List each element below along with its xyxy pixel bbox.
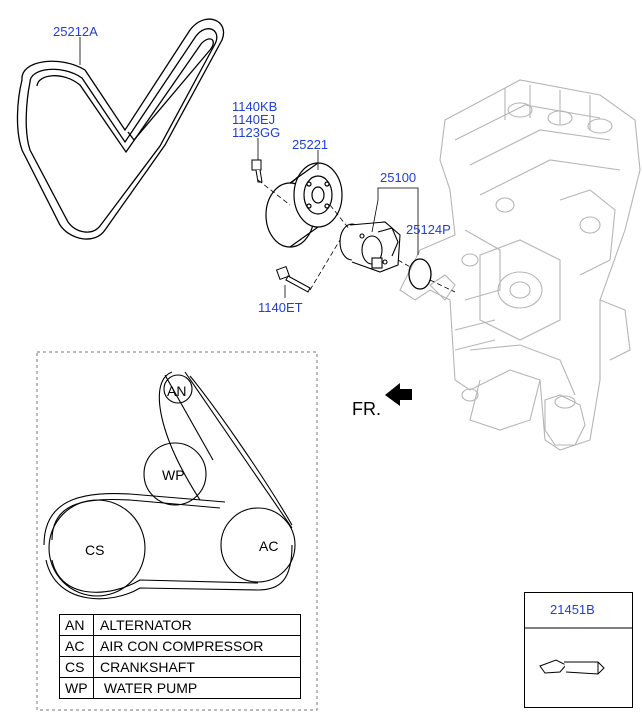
gasket-ring (408, 258, 432, 290)
water-pump-pulley (265, 162, 343, 248)
water-pump (339, 221, 401, 273)
routing-label-cs: CS (85, 542, 105, 558)
legend-table: AN ALTERNATOR AC AIR CON COMPRESSOR CS C… (59, 614, 301, 699)
legend-code: CS (60, 657, 94, 677)
inset-panel (524, 592, 633, 708)
legend-name: AIR CON COMPRESSOR (100, 638, 264, 654)
pulley-ac (220, 507, 296, 583)
upper-bolt (251, 159, 263, 183)
part-number-pulley[interactable]: 25221 (292, 137, 329, 152)
part-number-bolt-2[interactable]: 1140EJ (232, 112, 276, 127)
leader-lines (79, 37, 419, 298)
lower-bolt (275, 265, 311, 293)
drive-belt (16, 18, 225, 240)
routing-panel (36, 351, 318, 711)
belt-routing (43, 371, 296, 600)
routing-label-ac: AC (259, 538, 279, 554)
part-number-belt[interactable]: 25212A (53, 24, 98, 39)
part-number-gasket[interactable]: 25124P (406, 222, 451, 237)
front-arrow-icon (385, 383, 412, 406)
part-number-bolt-3[interactable]: 1123GG (232, 125, 281, 140)
part-number-inset[interactable]: 21451B (550, 602, 595, 617)
part-number-bolt-1[interactable]: 1140KB (232, 99, 278, 114)
legend-name: ALTERNATOR (100, 617, 192, 633)
legend-code: AN (60, 615, 94, 635)
routing-label-wp: WP (162, 467, 185, 483)
assembly-lines (257, 179, 456, 293)
legend-row: AN ALTERNATOR (60, 615, 300, 636)
legend-code: AC (60, 636, 94, 656)
part-number-pump[interactable]: 25100 (380, 170, 417, 185)
legend-name: CRANKSHAFT (100, 659, 195, 675)
pulley-wp (143, 442, 207, 506)
front-direction-label: FR. (352, 399, 381, 419)
part-number-lower-bolt[interactable]: 1140ET (258, 300, 303, 315)
legend-row: WP WATER PUMP (60, 678, 300, 699)
legend-name: WATER PUMP (100, 680, 198, 696)
legend-code: WP (60, 678, 94, 698)
inset-part-drawing (524, 627, 632, 675)
legend-row: AC AIR CON COMPRESSOR (60, 636, 300, 657)
legend-row: CS CRANKSHAFT (60, 657, 300, 678)
routing-label-an: AN (167, 383, 187, 399)
pulley-an (163, 374, 193, 404)
engine-block (399, 79, 641, 451)
